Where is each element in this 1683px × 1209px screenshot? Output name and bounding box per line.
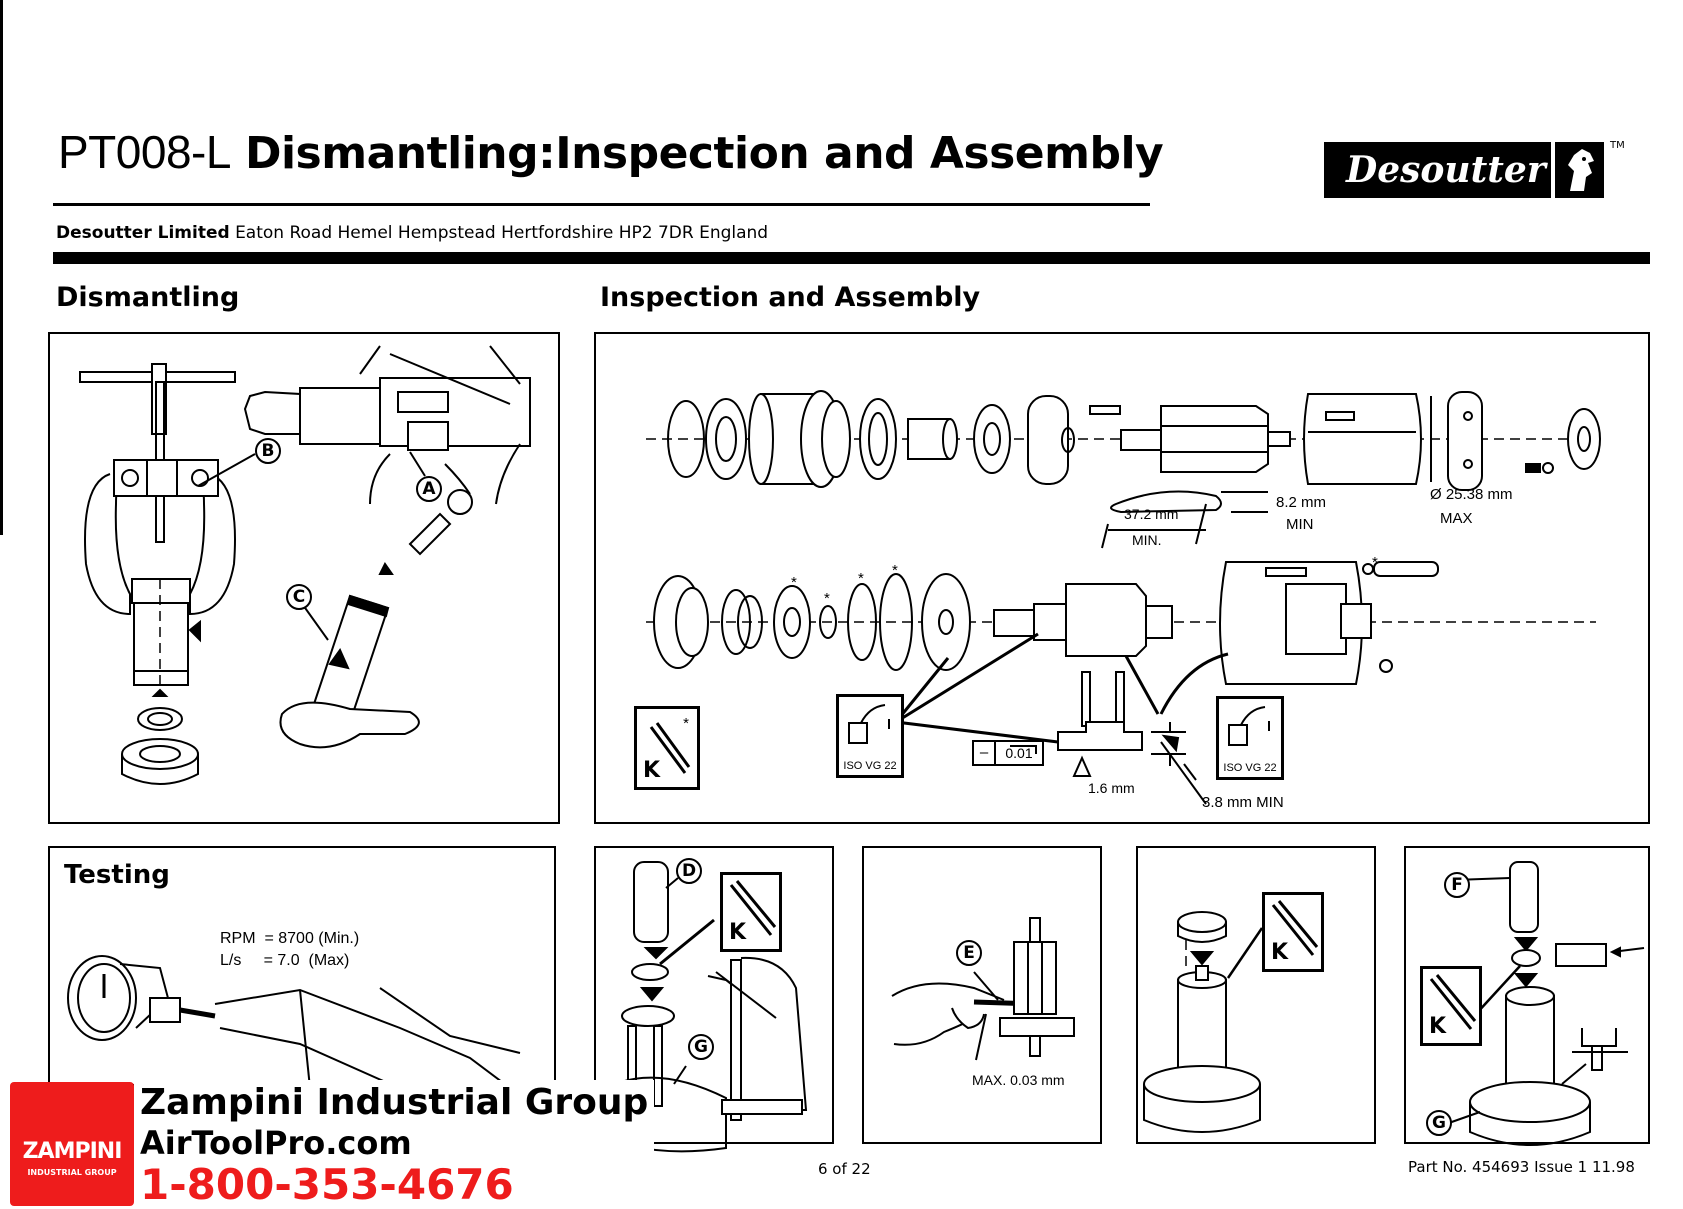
zampini-badge-title: ZAMPINI <box>22 1139 123 1164</box>
label-depth: 1.6 mm <box>1088 780 1135 796</box>
grease-gun-icon <box>649 722 691 774</box>
runout-check-illustration <box>891 917 1075 1061</box>
watermark-website[interactable]: AirToolPro.com <box>140 1124 412 1162</box>
title-rule <box>53 203 1150 206</box>
grease-gun-icon <box>1271 900 1319 956</box>
dismantling-panel: B A C <box>48 332 560 824</box>
oil-spec-label: ISO VG 22 <box>1223 762 1277 774</box>
callout-d: D <box>676 858 702 884</box>
label-vane-length-qual: MIN. <box>1132 532 1162 548</box>
asterisk-1: * <box>791 574 797 591</box>
grease-key-label: K <box>643 758 661 783</box>
company-address: Eaton Road Hemel Hempstead Hertfordshire… <box>235 223 769 243</box>
spec-airflow: L/s = 7.0 (Max) <box>220 952 349 970</box>
dismantling-illustration <box>79 345 531 785</box>
title-text: Dismantling:Inspection and Assembly <box>244 128 1164 179</box>
flatness-tolerance-box: – 0.01 <box>972 740 1044 766</box>
label-bore-diameter-qual: MAX <box>1440 510 1473 527</box>
page-title: PT008-L Dismantling:Inspection and Assemb… <box>58 125 1164 179</box>
watermark-company: Zampini Industrial Group <box>140 1082 649 1123</box>
callout-g: G <box>688 1034 714 1060</box>
grease-key-box: K <box>720 872 782 952</box>
callout-a: A <box>416 476 442 502</box>
watermark-background <box>134 1080 654 1208</box>
callout-e: E <box>956 940 982 966</box>
page-number: 6 of 22 <box>818 1160 871 1178</box>
spec-rpm-value: = 8700 (Min.) <box>264 930 360 947</box>
assembly-step-1: D G K <box>594 846 834 1153</box>
watermark-phone: 1-800-353-4676 <box>140 1160 514 1209</box>
testing-heading: Testing <box>64 860 170 890</box>
asterisk-5: * <box>1372 554 1378 571</box>
zampini-badge-subtitle: INDUSTRIAL GROUP <box>27 1168 117 1177</box>
model-code: PT008-L <box>58 126 231 178</box>
page-left-border <box>0 0 3 535</box>
flatness-symbol: – <box>974 742 996 764</box>
grease-gun-icon <box>729 880 777 936</box>
grease-key-box: K <box>1262 892 1324 972</box>
spec-rpm-label: RPM <box>220 930 256 947</box>
label-vane-width-qual: MIN <box>1286 516 1314 533</box>
flatness-value: 0.01 <box>1005 745 1033 761</box>
asterisk-4: * <box>892 562 898 579</box>
grease-key-label: K <box>1429 1014 1447 1039</box>
oil-can-icon <box>848 704 890 744</box>
trademark-mark: TM <box>1610 140 1625 151</box>
label-vane-length: 37.2 mm <box>1124 506 1179 522</box>
exploded-view-illustration <box>646 390 1601 805</box>
grease-asterisk: * <box>683 715 689 732</box>
asterisk-3: * <box>858 570 864 587</box>
grease-key-label: K <box>729 920 747 945</box>
grease-key-box: * K <box>634 706 700 790</box>
horse-head-icon <box>1555 147 1604 193</box>
dismantling-heading: Dismantling <box>56 282 240 313</box>
spec-rpm: RPM = 8700 (Min.) <box>220 930 359 948</box>
desoutter-logo: Desoutter <box>1324 142 1604 198</box>
testing-panel: Testing RPM = 8700 (Min.) L/s = 7.0 (Max… <box>48 846 556 1089</box>
callout-f: F <box>1444 872 1470 898</box>
company-address-line: Desoutter Limited Eaton Road Hemel Hemps… <box>56 223 768 243</box>
callout-g: G <box>1426 1110 1452 1136</box>
callout-c: C <box>286 584 312 610</box>
zampini-badge: ZAMPINI INDUSTRIAL GROUP <box>10 1082 134 1206</box>
end-plate-fit-illustration <box>1143 911 1264 1133</box>
inspection-panel: 37.2 mm MIN. 8.2 mm MIN Ø 25.38 mm MAX *… <box>594 332 1650 824</box>
spec-flow-value: = 7.0 (Max) <box>263 952 350 969</box>
grease-key-box: K <box>1420 966 1482 1046</box>
assembly-step-4: F G K <box>1404 846 1650 1146</box>
header-rule <box>53 252 1650 264</box>
callout-b: B <box>255 438 281 464</box>
logo-separator <box>1551 142 1555 198</box>
assembly-step-3: K <box>1136 846 1376 1144</box>
runout-limit-label: MAX. 0.03 mm <box>972 1072 1065 1088</box>
label-bore-diameter: Ø 25.38 mm <box>1430 486 1513 503</box>
grease-gun-icon <box>1429 974 1477 1030</box>
oil-spec-box-2: ISO VG 22 <box>1216 696 1284 780</box>
label-vane-width: 8.2 mm <box>1276 494 1327 511</box>
oil-spec-box-1: ISO VG 22 <box>836 694 904 778</box>
logo-wordmark: Desoutter <box>1346 149 1546 191</box>
inspection-heading: Inspection and Assembly <box>600 282 981 313</box>
grease-key-label: K <box>1271 940 1289 965</box>
tachometer-test-illustration <box>67 955 521 1089</box>
part-number: Part No. 454693 Issue 1 11.98 <box>1408 1158 1635 1176</box>
spec-flow-label: L/s <box>220 952 242 969</box>
oil-can-icon <box>1228 706 1270 746</box>
oil-spec-label: ISO VG 22 <box>843 760 897 772</box>
asterisk-2: * <box>824 590 830 607</box>
company-name: Desoutter Limited <box>56 223 230 243</box>
assembly-step-2: E MAX. 0.03 mm <box>862 846 1102 1144</box>
label-depth-min: 3.8 mm MIN <box>1202 794 1284 811</box>
